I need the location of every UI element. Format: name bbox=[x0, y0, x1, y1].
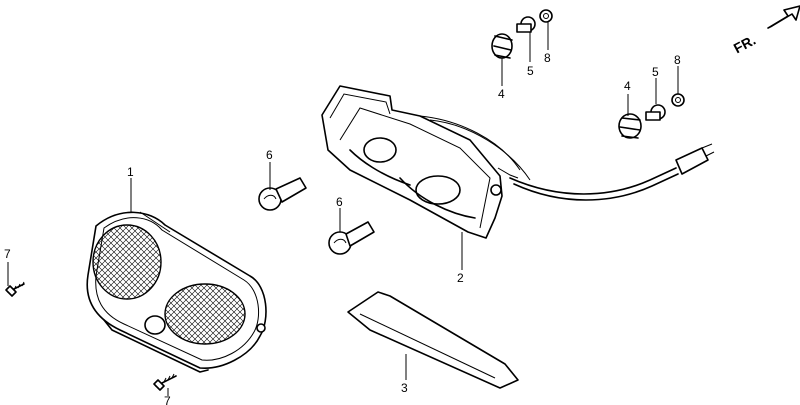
left-lens-grid bbox=[92, 224, 162, 300]
front-direction-label: FR. bbox=[731, 32, 758, 57]
bulb-lower bbox=[328, 221, 375, 255]
front-direction-indicator: FR. bbox=[731, 5, 800, 57]
callout-8b: 8 bbox=[674, 53, 681, 67]
screw-bottom bbox=[153, 373, 177, 391]
right-lens-grid bbox=[164, 283, 246, 345]
callout-5a: 5 bbox=[527, 64, 534, 78]
nut-right bbox=[671, 93, 685, 107]
front-arrow-icon bbox=[767, 5, 800, 29]
callout-labels: 1 2 3 4 4 5 5 6 6 7 7 8 8 bbox=[4, 51, 681, 405]
callout-8a: 8 bbox=[544, 51, 551, 65]
leader-lines bbox=[7, 22, 679, 396]
callout-5b: 5 bbox=[652, 65, 659, 79]
callout-1: 1 bbox=[127, 165, 134, 179]
callout-4b: 4 bbox=[624, 79, 631, 93]
tail-lens-part bbox=[86, 211, 267, 373]
tail-housing-part bbox=[321, 85, 531, 239]
grommet-right bbox=[618, 113, 642, 139]
callout-4a: 4 bbox=[498, 87, 505, 101]
lens-cover-part bbox=[347, 291, 519, 389]
collar-upper bbox=[516, 16, 536, 33]
callout-7a: 7 bbox=[4, 247, 11, 261]
grommet-upper bbox=[491, 33, 513, 59]
wire-connector bbox=[675, 147, 709, 175]
screw-left bbox=[5, 281, 25, 297]
collar-right bbox=[645, 104, 666, 121]
nut-upper bbox=[539, 9, 553, 23]
callout-3: 3 bbox=[401, 381, 408, 395]
callout-7b: 7 bbox=[164, 394, 171, 405]
callout-6b: 6 bbox=[336, 195, 343, 209]
bulb-upper bbox=[258, 177, 307, 211]
callout-2: 2 bbox=[457, 271, 464, 285]
wire-harness bbox=[509, 143, 715, 201]
callout-6a: 6 bbox=[266, 148, 273, 162]
